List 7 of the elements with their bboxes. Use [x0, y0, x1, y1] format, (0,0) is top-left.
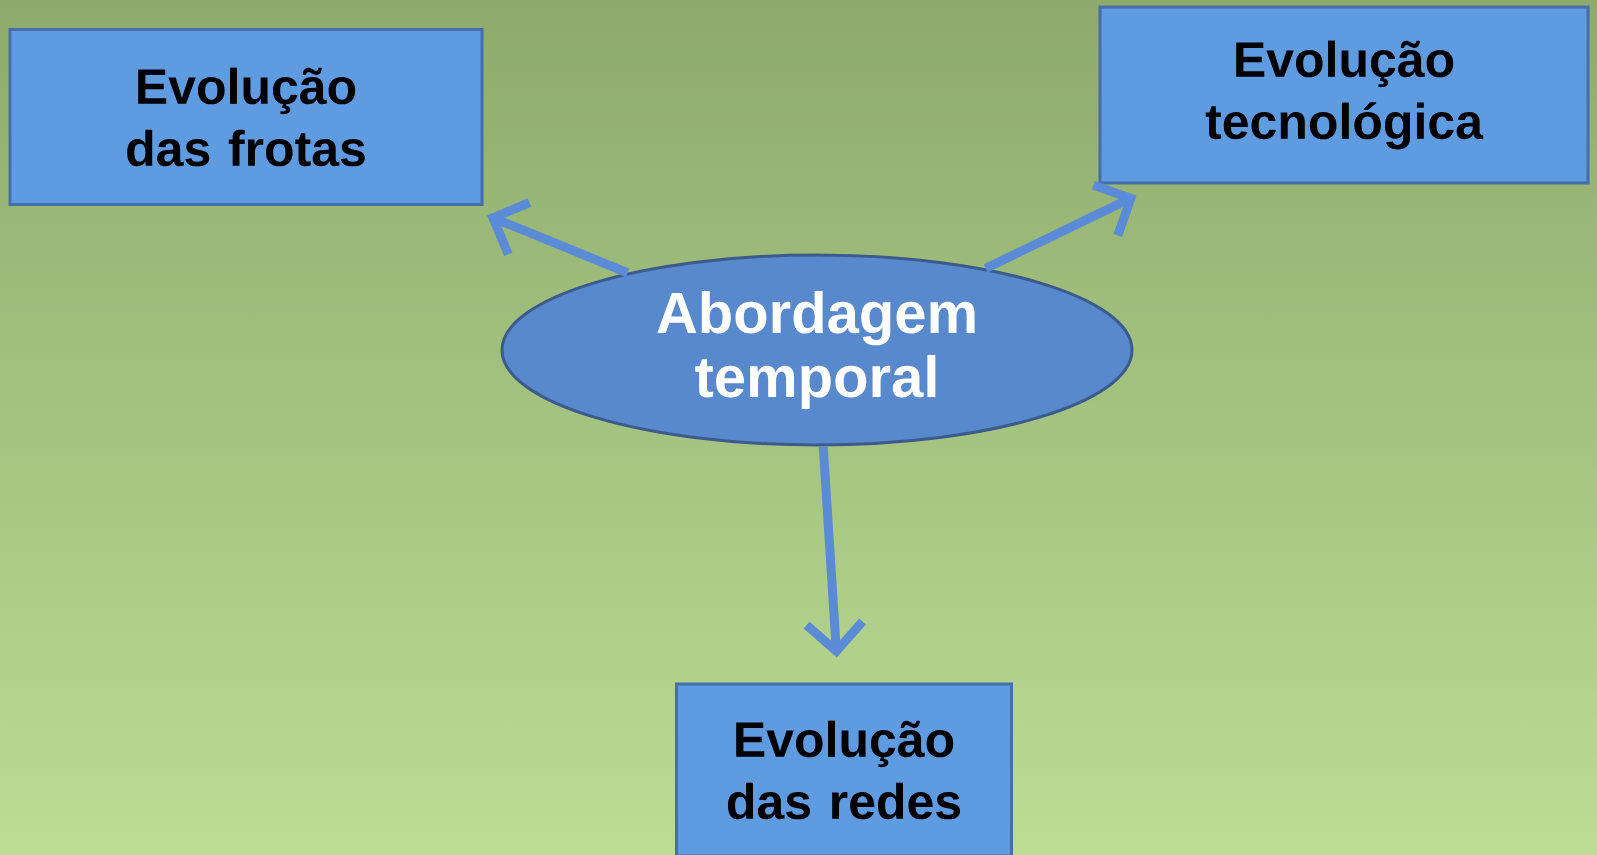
process-box: Evolução das frotas: [8, 28, 484, 206]
arrow: [983, 180, 1137, 273]
arrow: [803, 446, 866, 658]
process-box: Evolução das redes: [675, 682, 1013, 855]
ellipse-node: Abordagem temporal: [500, 253, 1134, 447]
arrow: [487, 198, 630, 277]
process-box: Evolução tecnológica: [1098, 5, 1590, 185]
